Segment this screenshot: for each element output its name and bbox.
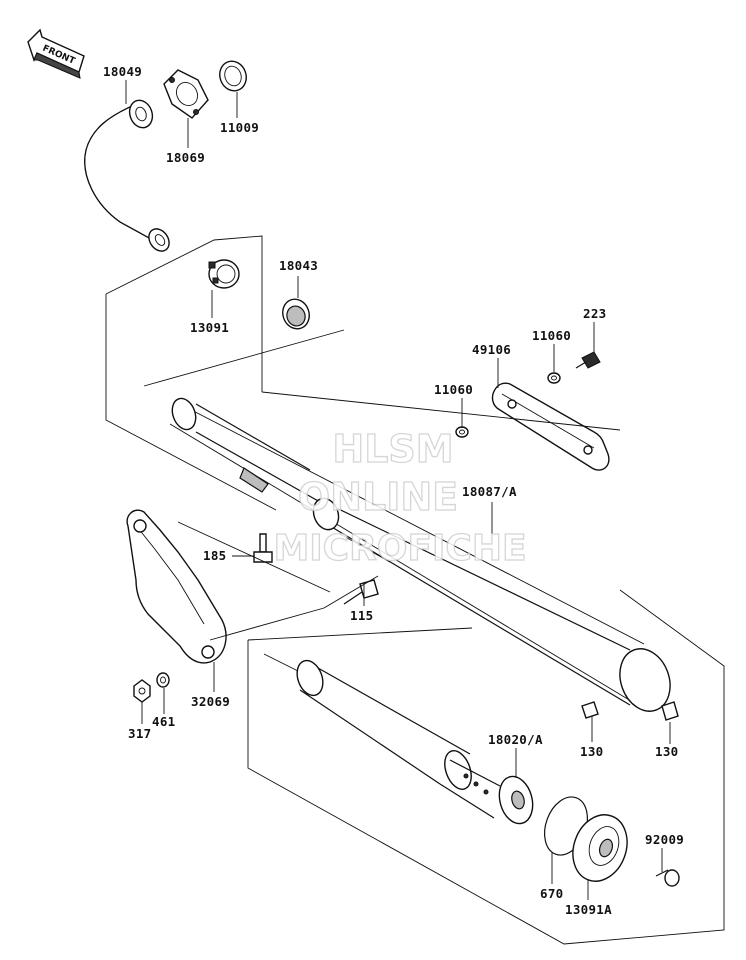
- part-label-11009[interactable]: 11009: [220, 120, 259, 135]
- part-label-11060-upper[interactable]: 11060: [532, 328, 571, 343]
- bolt-115: [343, 579, 379, 605]
- part-label-317[interactable]: 317: [128, 726, 151, 741]
- pipe-clamp: [208, 259, 240, 289]
- watermark-line1: HLSM: [332, 427, 453, 471]
- exhaust-seal: [282, 298, 310, 330]
- silencer-insert: [263, 653, 534, 825]
- part-label-115[interactable]: 115: [350, 608, 373, 623]
- part-label-185[interactable]: 185: [203, 548, 226, 563]
- watermark-line3: MICROFICHE: [273, 528, 526, 569]
- part-label-223[interactable]: 223: [583, 306, 606, 321]
- heat-guard-plate: [491, 382, 610, 471]
- part-label-13091[interactable]: 13091: [190, 320, 229, 335]
- gasket-ring: [219, 60, 247, 92]
- part-label-92009[interactable]: 92009: [645, 832, 684, 847]
- leader-lines: [125, 80, 671, 900]
- washer-lower: [455, 426, 469, 438]
- washer-upper: [547, 372, 561, 384]
- part-label-11060-lower[interactable]: 11060: [434, 382, 473, 397]
- bolt-130-left: [581, 701, 599, 719]
- part-labels: 18049 18069 11009 18043 13091 223 11060 …: [103, 64, 684, 917]
- end-cap: [572, 814, 628, 882]
- watermark: HLSM ONLINE MICROFICHE: [273, 426, 527, 569]
- muffler-assembly: [169, 397, 671, 712]
- part-label-461[interactable]: 461: [152, 714, 175, 729]
- part-label-130-right[interactable]: 130: [655, 744, 678, 759]
- exhaust-flange: [163, 69, 209, 119]
- bolt-92009: [655, 869, 680, 887]
- bolt-223: [575, 351, 601, 369]
- part-label-18049[interactable]: 18049: [103, 64, 142, 79]
- part-label-130-left[interactable]: 130: [580, 744, 603, 759]
- nut-317: [133, 679, 151, 703]
- washer-461: [156, 672, 170, 688]
- frame-lines: [105, 235, 725, 945]
- muffler-bracket: [126, 509, 227, 664]
- part-label-49106[interactable]: 49106: [472, 342, 511, 357]
- part-label-18069[interactable]: 18069: [166, 150, 205, 165]
- part-label-32069[interactable]: 32069: [191, 694, 230, 709]
- part-label-18043[interactable]: 18043: [279, 258, 318, 273]
- part-label-18020a[interactable]: 18020/A: [488, 732, 543, 747]
- watermark-line2: ONLINE: [298, 475, 458, 519]
- part-label-13091a[interactable]: 13091A: [565, 902, 612, 917]
- header-pipe: [84, 99, 170, 252]
- part-label-670[interactable]: 670: [540, 886, 563, 901]
- front-arrow-icon: FRONT: [27, 28, 85, 79]
- bolt-130-right: [661, 701, 679, 721]
- part-label-18087a[interactable]: 18087/A: [462, 484, 517, 499]
